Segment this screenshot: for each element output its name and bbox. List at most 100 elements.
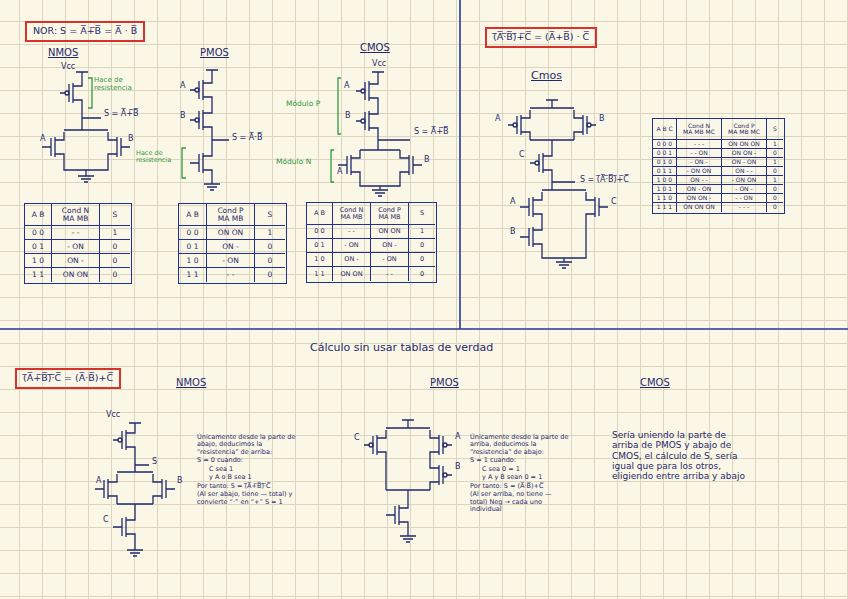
table-header: A B bbox=[186, 211, 199, 219]
table-cell: - ON bbox=[333, 239, 371, 253]
table-cell: 0 bbox=[767, 185, 783, 194]
table-cell: ON ON ON bbox=[677, 203, 722, 212]
gate-label: A bbox=[455, 432, 460, 441]
table-cell-text: 0 bbox=[773, 204, 777, 210]
table-cell-text: - - - bbox=[739, 204, 749, 210]
output-label: S = A̅·B̅ bbox=[232, 133, 262, 142]
table-header: Cond N bbox=[340, 207, 364, 214]
table-cell-text: ON ON ON bbox=[683, 204, 714, 210]
table-header: MA MB bbox=[340, 214, 362, 221]
table-cell-text: 0 bbox=[773, 150, 777, 156]
table-header: Cond P bbox=[217, 207, 243, 215]
table-cell-text: - - - bbox=[694, 141, 704, 147]
table-cell-text: 1 bbox=[773, 177, 777, 183]
table-cell-text: 1 0 bbox=[314, 256, 324, 263]
gate-label: A bbox=[40, 134, 45, 143]
table-cell: 1 bbox=[100, 226, 130, 240]
note-text: y A o B sea 1 bbox=[209, 474, 302, 481]
gate-label: A bbox=[337, 167, 342, 176]
pmos-oai-circuit bbox=[364, 420, 452, 542]
table-cell: 1 bbox=[767, 140, 783, 149]
table-cell-text: 0 bbox=[268, 243, 273, 251]
table-cell: 0 bbox=[255, 254, 285, 268]
table-cell: 1 1 bbox=[179, 268, 207, 282]
table-cell-text: - - bbox=[386, 271, 393, 278]
table-cell-text: 1 bbox=[773, 159, 777, 165]
table-cell: - - bbox=[333, 225, 371, 239]
table-cell: 1 0 bbox=[307, 253, 333, 267]
handwritten-note: Únicamente desde la parte de arriba, ded… bbox=[470, 434, 570, 515]
table-header: S bbox=[773, 126, 777, 132]
note-text: C sea 1 bbox=[209, 466, 302, 473]
table-cell: A B bbox=[179, 204, 207, 226]
table-cell: 0 0 1 bbox=[653, 149, 677, 158]
table-cell-text: 0 bbox=[113, 271, 118, 279]
gate-label: B bbox=[345, 111, 351, 120]
table-cell: - ON ON bbox=[677, 167, 722, 176]
table-cell: 1 bbox=[409, 225, 435, 239]
gate-label: B bbox=[180, 111, 186, 120]
table-cell-text: ON - bbox=[382, 242, 396, 249]
annotation: Módulo N bbox=[276, 158, 328, 167]
table-cell-text: 0 1 bbox=[314, 242, 324, 249]
table-cell: Cond NMA MB MC bbox=[677, 119, 722, 140]
table-cell: A B C bbox=[653, 119, 677, 140]
table-cell: - - ON bbox=[677, 149, 722, 158]
table-cell: Cond NMA MB bbox=[333, 203, 371, 225]
note-text: Por tanto: S = (̅A̅+̅B̅)̅·̅C̅ bbox=[197, 483, 302, 490]
table-cell-text: 1 0 bbox=[187, 257, 199, 265]
table-cell-text: - - bbox=[348, 228, 355, 235]
table-cell: 1 1 1 bbox=[653, 203, 677, 212]
table-cell: ON - - bbox=[722, 167, 767, 176]
table-cell: S bbox=[255, 204, 285, 226]
table-cell: 0 bbox=[767, 194, 783, 203]
table-cell-text: 0 0 bbox=[32, 229, 44, 237]
formula-text: NOR: S = A̅+̅B̅ = A̅ · B̅ bbox=[33, 26, 137, 37]
nmos-oai-circuit bbox=[95, 423, 175, 556]
table-cell: - ON bbox=[52, 240, 100, 254]
table-header: MA MB bbox=[378, 214, 400, 221]
table-cell-text: 1 bbox=[113, 229, 118, 237]
cmos-nor-circuit bbox=[331, 72, 422, 196]
table-cell-text: ON - ON bbox=[687, 186, 711, 192]
table-cell: 0 bbox=[409, 253, 435, 267]
table-cell: - - - bbox=[722, 203, 767, 212]
truth-table: A B CCond NMA MB MCCond PMA MB MCS0 0 0-… bbox=[652, 118, 785, 214]
table-cell: Cond PMA MB MC bbox=[722, 119, 767, 140]
table-cell: ON ON bbox=[207, 226, 255, 240]
table-cell-text: 1 0 1 bbox=[657, 186, 672, 192]
formula-text: (̅A̅·̅B̅)̅+̅C̅ = (A̅+B̅) · C̅ bbox=[493, 32, 589, 43]
table-cell: A B bbox=[307, 203, 333, 225]
table-cell-text: ON ON ON bbox=[728, 141, 759, 147]
table-cell-text: - ON ON bbox=[687, 168, 711, 174]
table-cell-text: 0 1 bbox=[32, 243, 44, 251]
table-cell-text: ON - ON bbox=[732, 159, 756, 165]
table-cell-text: - ON - bbox=[690, 159, 707, 165]
gate-label: B bbox=[510, 227, 516, 236]
table-cell: Cond NMA MB bbox=[52, 204, 100, 226]
table-cell: - ON ON bbox=[722, 176, 767, 185]
section-heading: CMOS bbox=[640, 377, 670, 389]
table-cell-text: 0 1 1 bbox=[657, 168, 672, 174]
gate-label: C bbox=[103, 515, 109, 524]
table-cell: ON - bbox=[52, 254, 100, 268]
table-cell-text: 0 0 1 bbox=[657, 150, 672, 156]
table-cell: - - bbox=[207, 268, 255, 282]
table-cell-text: ON ON bbox=[63, 271, 88, 279]
annotation: Hace de resistencia bbox=[94, 76, 142, 92]
truth-table: A BCond PMA MBS0 0ON ON10 1ON -01 0- ON0… bbox=[178, 203, 287, 284]
gate-label: C bbox=[611, 197, 617, 206]
table-cell: ON ON ON bbox=[722, 140, 767, 149]
gate-label: A bbox=[495, 114, 500, 123]
output-label: S bbox=[152, 457, 157, 466]
section-heading: PMOS bbox=[430, 377, 459, 389]
section-heading: PMOS bbox=[200, 47, 229, 59]
table-cell-text: 1 1 bbox=[314, 271, 324, 278]
table-cell: 0 bbox=[100, 268, 130, 282]
section-dividers bbox=[0, 0, 848, 329]
table-cell: 1 1 bbox=[307, 267, 333, 281]
table-cell: ON - bbox=[333, 253, 371, 267]
table-cell: 0 0 bbox=[25, 226, 52, 240]
table-cell: ON ON - bbox=[677, 194, 722, 203]
table-cell: 1 0 0 bbox=[653, 176, 677, 185]
